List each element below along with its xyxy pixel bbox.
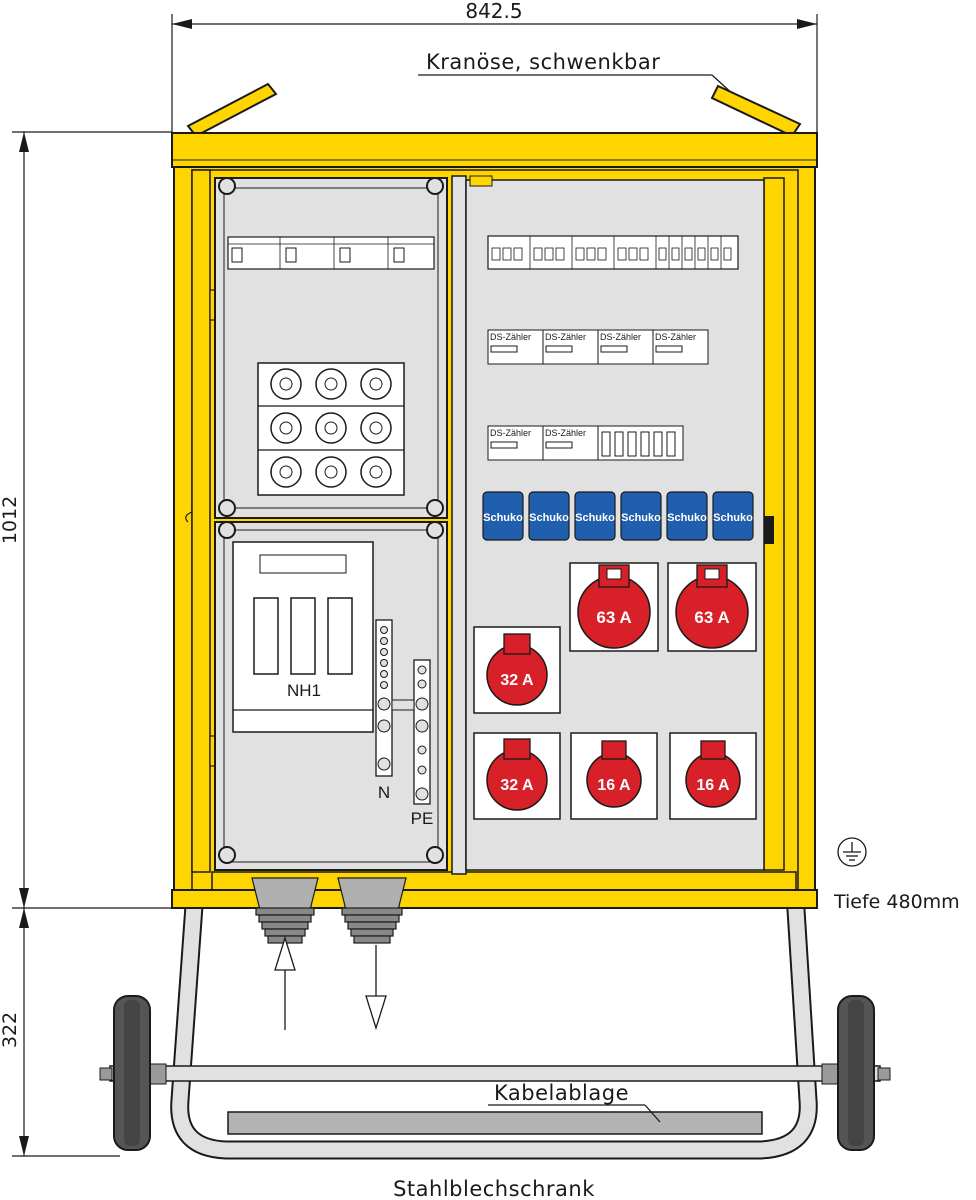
schuko-label: Schuko	[713, 512, 753, 524]
ground-symbol-icon	[837, 837, 867, 867]
meter-label: DS-Zähler	[545, 332, 586, 342]
meter-label: DS-Zähler	[490, 332, 531, 342]
pe-label: PE	[411, 809, 434, 828]
pe-busbar	[391, 659, 431, 805]
cee-socket-16a-right: 16 A	[669, 732, 757, 820]
nh1-label: NH1	[287, 681, 321, 700]
cee-socket-label: 16 A	[597, 777, 631, 794]
right-wheel	[821, 995, 891, 1151]
cable-glands	[251, 877, 407, 1031]
schuko-label: Schuko	[575, 512, 615, 524]
schuko-label: Schuko	[667, 512, 707, 524]
schuko-row	[482, 491, 754, 541]
schuko-label: Schuko	[529, 512, 569, 524]
meter-label: DS-Zähler	[490, 428, 531, 438]
fuse-block	[257, 362, 405, 496]
neutral-busbar	[375, 619, 393, 777]
panel-screws	[218, 177, 444, 864]
crane-eye-label: Kranöse, schwenkbar	[426, 50, 660, 74]
cee-socket-label: 32 A	[500, 777, 534, 794]
meter-label: DS-Zähler	[600, 332, 641, 342]
neutral-label: N	[378, 783, 390, 802]
cee-socket-label: 63 A	[694, 608, 729, 627]
cable-tray	[227, 1111, 763, 1135]
depth-label: Tiefe 480mm	[833, 891, 960, 913]
cee-socket-63a-left: 63 A	[569, 562, 659, 652]
cabinet-type-label: Stahlblechschrank	[393, 1177, 595, 1200]
cee-socket-label: 16 A	[696, 777, 730, 794]
cee-socket-32a-lower: 32 A	[473, 732, 561, 820]
meter-row-1	[487, 329, 709, 365]
schuko-label: Schuko	[483, 512, 523, 524]
meter-row-2	[487, 425, 684, 461]
meter-label: DS-Zähler	[545, 428, 586, 438]
meter-label: DS-Zähler	[655, 332, 696, 342]
height-dimension-label: 1012	[0, 496, 21, 544]
cee-socket-32a-upper: 32 A	[473, 626, 561, 714]
base-dimension-label: 322	[0, 1012, 21, 1048]
schuko-label: Schuko	[621, 512, 661, 524]
nh1-fuse-switch	[232, 541, 374, 733]
cable-tray-label: Kabelablage	[494, 1081, 629, 1105]
left-wheel	[99, 995, 167, 1151]
cee-socket-label: 63 A	[596, 608, 631, 627]
cee-socket-16a-left: 16 A	[570, 732, 658, 820]
mcb-row	[487, 235, 739, 270]
cee-socket-label: 32 A	[500, 672, 534, 689]
dimension-lines	[12, 14, 818, 1157]
main-breaker-row	[227, 236, 435, 270]
trolley-frame	[109, 877, 881, 1160]
width-dimension-label: 842.5	[465, 0, 522, 23]
cee-socket-63a-right: 63 A	[667, 562, 757, 652]
